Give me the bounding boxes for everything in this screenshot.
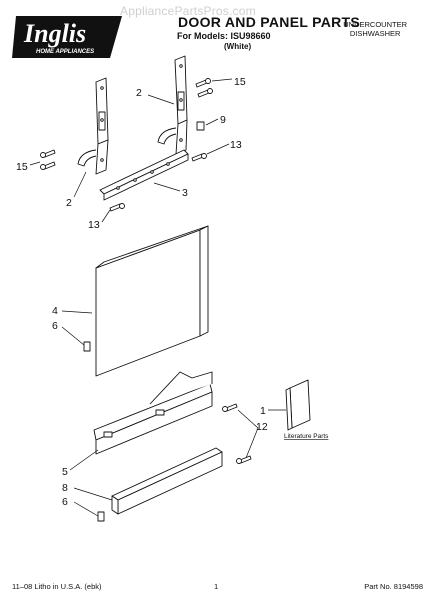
callout-6-lower: 6 <box>62 496 68 508</box>
leader-6-upper <box>61 326 85 346</box>
door-panel-4 <box>95 225 209 377</box>
spacer-6-lower <box>97 511 105 522</box>
leader-2-left <box>73 171 87 198</box>
spacer-6-upper <box>83 341 91 352</box>
callout-5: 5 <box>62 466 68 478</box>
logo-tagline: HOME APPLIANCES <box>36 49 94 55</box>
screw-15-left <box>40 149 56 170</box>
callout-13-left: 13 <box>88 219 100 231</box>
logo-badge-shape <box>12 16 122 58</box>
screw-13-left <box>109 203 125 212</box>
leader-13-left <box>101 209 111 223</box>
literature-parts-1 <box>285 379 311 431</box>
leader-4 <box>61 310 93 314</box>
leader-3 <box>153 182 181 192</box>
callout-2-top: 2 <box>136 87 142 99</box>
mounting-bracket-right <box>157 55 188 155</box>
leader-12b <box>245 427 259 459</box>
screw-13-right <box>191 153 207 162</box>
toe-panel-5 <box>93 371 213 455</box>
mounting-bracket-left <box>77 77 109 175</box>
model-number: For Models: ISU98660 <box>177 31 271 41</box>
leader-5 <box>69 449 99 471</box>
product-category: UNDERCOUNTER DISHWASHER <box>343 20 407 38</box>
literature-parts-label: Literature Parts <box>284 433 329 440</box>
finish-label: (White) <box>224 42 252 51</box>
inglis-logo: Inglis HOME APPLIANCES <box>12 16 122 58</box>
page-number: 1 <box>214 582 219 591</box>
callout-2-left: 2 <box>66 197 72 209</box>
callout-15-left: 15 <box>16 161 28 173</box>
category-line-2: DISHWASHER <box>349 29 401 38</box>
part-number: Part No. 8194598 <box>364 582 423 591</box>
leader-6-lower <box>73 501 99 517</box>
screw-12 <box>222 403 252 464</box>
leader-13-right <box>206 143 230 155</box>
callout-4: 4 <box>52 305 58 317</box>
toe-panel-trim-8 <box>111 447 223 515</box>
callout-6-upper: 6 <box>52 320 58 332</box>
callout-1: 1 <box>260 405 266 417</box>
leader-15-left <box>29 161 41 166</box>
callout-8: 8 <box>62 482 68 494</box>
callout-9: 9 <box>220 114 226 126</box>
print-info: 11–08 Litho in U.S.A. (ebk) <box>12 582 102 591</box>
leader-2-top <box>147 94 175 105</box>
clip-9 <box>196 121 205 131</box>
callout-3: 3 <box>182 187 188 199</box>
callout-15-top: 15 <box>234 76 246 88</box>
screw-15-top <box>195 78 213 98</box>
callout-12: 12 <box>256 421 268 433</box>
category-line-1: UNDERCOUNTER <box>343 20 407 29</box>
watermark-text: AppliancePartsPros.com <box>120 4 256 18</box>
leader-9 <box>205 118 219 126</box>
leader-15-top <box>211 78 233 82</box>
leader-12a <box>237 409 259 429</box>
door-hinge-rail-3 <box>99 149 189 201</box>
leader-8 <box>73 487 113 501</box>
page-title: DOOR AND PANEL PARTS <box>178 14 361 30</box>
logo-brand-name: Inglis <box>23 19 86 48</box>
callout-13-right: 13 <box>230 139 242 151</box>
